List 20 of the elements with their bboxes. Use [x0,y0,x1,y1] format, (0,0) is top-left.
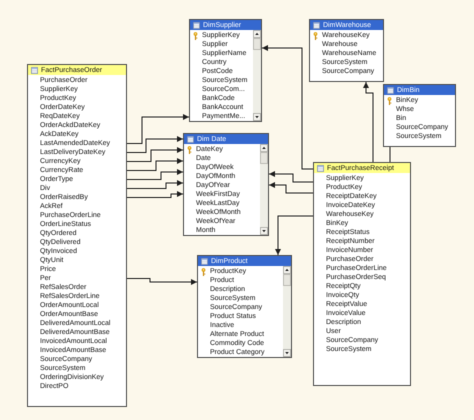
relationship-arrow [363,82,374,162]
relationship-arrow [126,136,184,153]
table-box [189,19,262,122]
relationship-arrow [126,180,184,189]
table-box [197,255,292,358]
relationship-arrow [126,169,184,180]
table-box [183,133,269,236]
relationship-arrow [262,45,314,170]
relationship-arrow [275,216,314,256]
relationship-arrow [126,191,184,198]
table-box [383,84,456,147]
table-box [27,64,127,407]
relationship-arrow [126,147,184,162]
table-box [309,19,384,82]
relationship-arrow [268,171,314,182]
relationship-arrow [126,114,190,144]
table-box [313,162,411,386]
relationship-arrow [268,182,314,194]
relationship-arrow [126,158,184,171]
relationship-arrow [126,278,198,285]
